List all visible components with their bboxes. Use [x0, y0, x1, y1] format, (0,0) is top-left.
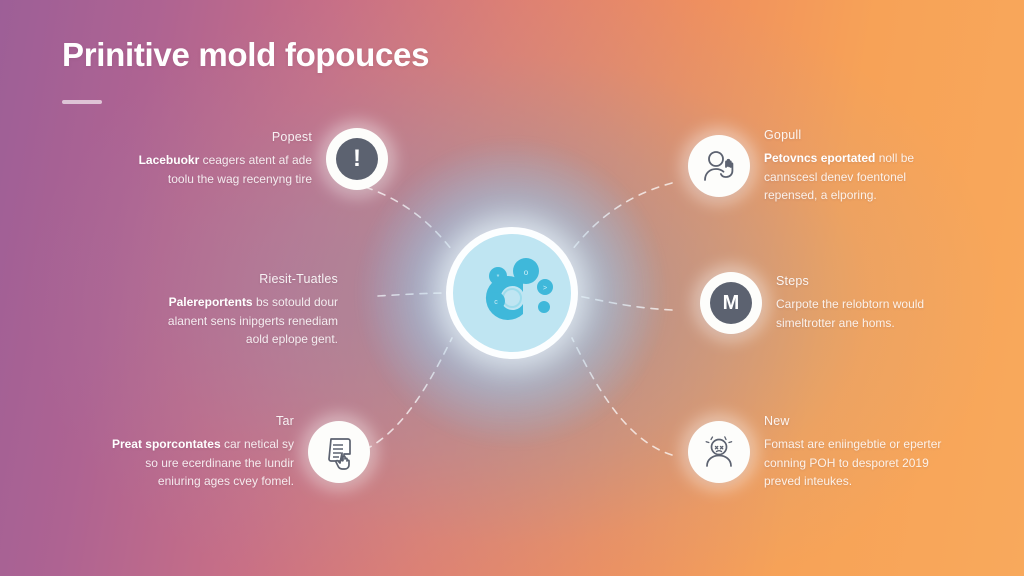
item-body-bold: Lacebuokr: [138, 152, 200, 167]
exclamation-glyph: !: [353, 145, 361, 172]
list-item[interactable]: Gopull Petovncs eportated noll be cannsc…: [688, 128, 958, 205]
central-hub-ring: [446, 227, 578, 359]
svg-text:c: c: [494, 299, 498, 306]
item-body: Fomast are eniingebtie or eperter connin…: [764, 435, 958, 491]
item-text-block: Popest Lacebuokr ceagers atent af ade to…: [118, 130, 326, 188]
item-heading: Tar: [276, 414, 294, 428]
letter-m-icon: M: [710, 282, 752, 324]
title-underline-rule: [62, 100, 102, 104]
person-raised-hand-icon: [704, 151, 734, 182]
letter-m-glyph: M: [722, 292, 740, 314]
svg-text:>: >: [543, 285, 547, 292]
item-heading: Popest: [271, 129, 312, 144]
list-item[interactable]: Tar Preat sporcontates car netical sy so…: [100, 414, 370, 491]
item-body-text: ceagers atent af ade toolu the wag recen…: [167, 152, 312, 186]
exclamation-icon: !: [336, 138, 378, 180]
item-body: Carpote the relobtorn would simeltrotter…: [776, 295, 970, 332]
item-badge[interactable]: !: [326, 128, 388, 190]
item-body-text: noll be cannscesl denev foentonel repens…: [764, 151, 915, 203]
item-body-text: bs sotould dour alanent sens inipgerts r…: [167, 295, 338, 347]
svg-text:o: o: [524, 268, 529, 277]
central-hub-glyph-icon: o * c >: [485, 258, 553, 320]
item-text-block: Steps Carpote the relobtorn would simelt…: [762, 274, 970, 332]
list-item[interactable]: Riesit-Tuatles Palereportents bs sotould…: [144, 272, 352, 349]
item-text-block: Riesit-Tuatles Palereportents bs sotould…: [144, 272, 352, 349]
item-body-text: Carpote the relobtorn would simeltrotter…: [776, 296, 925, 330]
item-body: Petovncs eportated noll be cannscesl den…: [764, 149, 958, 205]
item-text-block: Gopull Petovncs eportated noll be cannsc…: [750, 128, 958, 205]
list-item[interactable]: Popest Lacebuokr ceagers atent af ade to…: [118, 128, 388, 190]
svg-text:*: *: [497, 274, 500, 281]
item-heading: Steps: [776, 273, 809, 288]
item-text-block: New Fomast are eniingebtie or eperter co…: [750, 414, 958, 491]
list-item[interactable]: M Steps Carpote the relobtorn would sime…: [700, 272, 970, 334]
item-body: Preat sporcontates car netical sy so ure…: [100, 435, 294, 491]
item-heading: New: [764, 414, 790, 428]
list-item[interactable]: New Fomast are eniingebtie or eperter co…: [688, 414, 958, 491]
item-body-text: Fomast are eniingebtie or eperter connin…: [764, 437, 942, 489]
item-body-bold: Preat sporcontates: [111, 437, 221, 451]
dizzy-face-person-icon: [705, 436, 733, 468]
item-heading: Riesit-Tuatles: [259, 272, 338, 286]
item-body-bold: Palereportents: [168, 295, 253, 309]
central-hub-orb[interactable]: o * c >: [362, 143, 662, 443]
item-body: Palereportents bs sotould dour alanent s…: [144, 293, 338, 349]
item-badge[interactable]: [308, 421, 370, 484]
page-title: Prinitive mold fopouces: [62, 36, 430, 73]
item-badge[interactable]: M: [700, 272, 762, 334]
item-badge[interactable]: [688, 421, 750, 484]
document-hand-click-icon: [328, 438, 351, 471]
item-body: Lacebuokr ceagers atent af ade toolu the…: [118, 151, 312, 188]
item-body-bold: Petovncs eportated: [764, 151, 876, 165]
item-heading: Gopull: [764, 128, 802, 142]
item-body-text: car netical sy so ure ecerdinane the lun…: [145, 437, 294, 489]
item-text-block: Tar Preat sporcontates car netical sy so…: [100, 414, 308, 491]
item-badge[interactable]: [688, 135, 750, 198]
